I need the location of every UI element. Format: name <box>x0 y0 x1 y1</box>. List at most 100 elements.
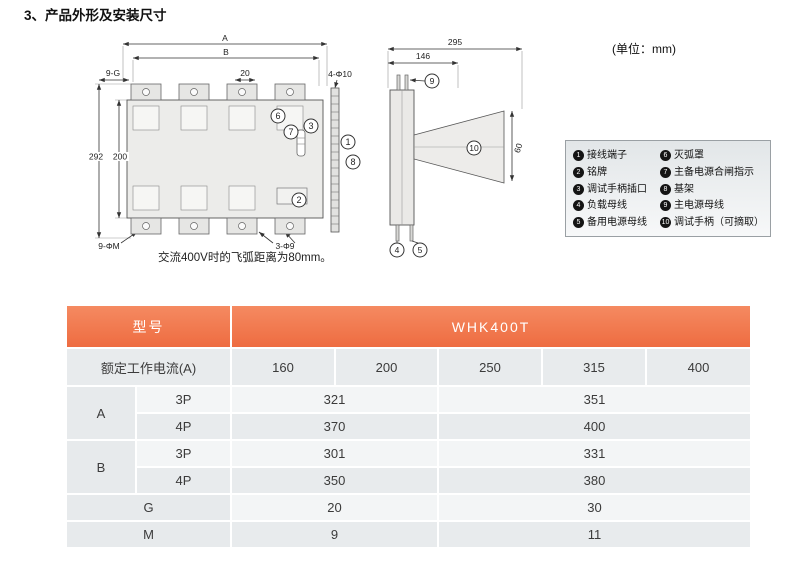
legend-label: 铭牌 <box>587 166 607 178</box>
rail-rungs <box>331 95 339 225</box>
callout-8: 8 <box>345 154 361 170</box>
svg-text:3: 3 <box>308 121 313 131</box>
value-cell: 301 <box>230 439 439 468</box>
callout-10: 10 <box>466 140 482 156</box>
svg-text:6: 6 <box>275 111 280 121</box>
front-view-drawing: A B 9-G 20 4-Φ10 292 200 9-ΦM 3-Φ9 6 7 <box>87 33 361 251</box>
svg-text:9: 9 <box>430 76 435 86</box>
table-row: 4P 370 400 <box>66 412 753 441</box>
svg-text:2: 2 <box>296 195 301 205</box>
legend-number-badge: 9 <box>660 200 671 212</box>
legend-number-badge: 10 <box>660 217 671 228</box>
bottom-busbar-pins <box>395 224 414 242</box>
dim-label-9g: 9-G <box>106 68 120 78</box>
dim-label-60: 60 <box>512 142 525 154</box>
legend-label: 负载母线 <box>587 200 627 212</box>
handle-socket <box>296 129 306 157</box>
legend-number-badge: 3 <box>573 183 584 195</box>
dim-label-200: 200 <box>113 152 127 162</box>
callout-2: 2 <box>291 192 307 208</box>
current-cell: 400 <box>644 347 753 387</box>
current-cell: 160 <box>230 347 336 387</box>
current-label-cell: 额定工作电流(A) <box>65 347 232 387</box>
model-value-cell: WHK400T <box>229 304 753 349</box>
callout-4: 4 <box>389 242 405 258</box>
unit-note: (单位：mm) <box>612 42 676 56</box>
callout-3: 3 <box>303 118 319 134</box>
value-cell: 370 <box>230 412 439 441</box>
sub-cell: 3P <box>135 385 232 414</box>
group-cell-b: B <box>65 439 137 495</box>
legend-label: 主电源母线 <box>674 200 724 212</box>
rated-current-row: 额定工作电流(A) 160 200 250 315 400 <box>65 347 753 387</box>
arc-distance-note: 交流400V时的飞弧距离为80mm。 <box>158 252 332 264</box>
model-label-cell: 型号 <box>65 304 232 349</box>
table-header-row: 型号 WHK400T <box>65 304 753 349</box>
bottom-terminal-screws <box>142 222 294 230</box>
callout-9: 9 <box>424 73 440 89</box>
callout-6: 6 <box>270 108 286 124</box>
legend-label: 调试手柄（可摘取） <box>674 217 764 228</box>
dim-label-4phi10: 4-Φ10 <box>328 69 352 79</box>
top-terminals <box>130 83 306 101</box>
dim-label-292: 292 <box>89 152 103 162</box>
legend-label: 基架 <box>674 183 694 195</box>
group-cell-a: A <box>65 385 137 441</box>
dimension-lines <box>388 46 522 181</box>
value-cell: 331 <box>436 439 753 468</box>
sub-cell: 4P <box>135 466 232 495</box>
value-cell: 350 <box>230 466 439 495</box>
current-cell: 200 <box>334 347 439 387</box>
group-cell-g: G <box>65 493 232 522</box>
top-terminal-screws <box>142 88 294 96</box>
dim-label-295: 295 <box>448 37 462 47</box>
dim-label-9phim: 9-ΦM <box>98 241 119 251</box>
sub-cell: 4P <box>135 412 232 441</box>
legend-number-badge: 4 <box>573 200 584 212</box>
value-cell: 380 <box>436 466 753 495</box>
current-cell: 250 <box>437 347 543 387</box>
table-row: 4P 350 380 <box>66 466 753 495</box>
value-cell: 30 <box>436 493 753 522</box>
value-cell: 400 <box>436 412 753 441</box>
table-row: B 3P 301 331 <box>65 439 753 495</box>
dim-label-a: A <box>222 33 228 43</box>
sub-cell: 3P <box>135 439 232 468</box>
legend-number-badge: 7 <box>660 166 671 178</box>
table-row: G 20 30 <box>65 493 753 522</box>
svg-text:5: 5 <box>418 245 423 255</box>
svg-text:1: 1 <box>345 137 350 147</box>
value-cell: 9 <box>230 520 439 549</box>
legend-label: 接线端子 <box>587 150 627 161</box>
table-row: A 3P 321 351 <box>65 385 753 441</box>
legend-number-badge: 2 <box>573 166 584 178</box>
extension-lines <box>387 51 523 109</box>
legend-number-badge: 1 <box>573 150 584 161</box>
dim-label-20: 20 <box>240 68 250 78</box>
svg-text:8: 8 <box>350 157 355 167</box>
current-cell: 315 <box>541 347 647 387</box>
dim-label-146: 146 <box>416 51 430 61</box>
svg-text:10: 10 <box>469 143 479 153</box>
value-cell: 20 <box>230 493 439 522</box>
legend-label: 主备电源合闸指示 <box>674 166 754 178</box>
bottom-terminals <box>130 217 306 235</box>
table-row: M 9 11 <box>65 520 753 549</box>
legend-number-badge: 8 <box>660 183 671 195</box>
value-cell: 351 <box>436 385 753 414</box>
device-side-body <box>389 74 505 244</box>
device-front-body <box>126 83 340 235</box>
legend-label: 灭弧罩 <box>674 150 704 161</box>
side-view-drawing: 295 146 60 9 10 4 5 <box>387 37 525 258</box>
